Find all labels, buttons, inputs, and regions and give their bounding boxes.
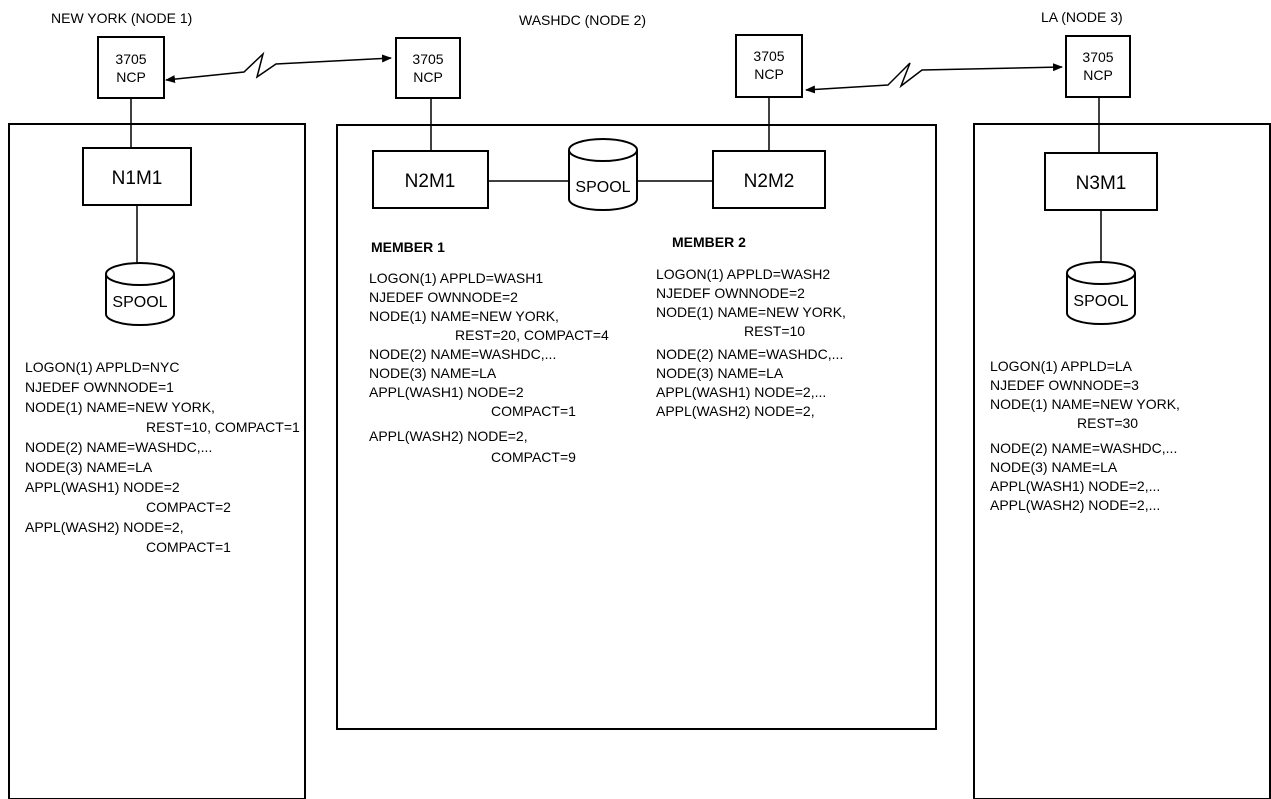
config-line: NODE(1) NAME=NEW YORK, (369, 308, 559, 324)
config-line: NJEDEF OWNNODE=1 (25, 379, 174, 395)
config-line: APPL(WASH2) NODE=2,... (990, 497, 1160, 513)
node2-ncp-right-label: NCP (754, 66, 784, 82)
node3-title: LA (NODE 3) (1041, 9, 1123, 25)
node2-member1-box (372, 150, 489, 209)
config-line: NJEDEF OWNNODE=2 (369, 289, 518, 305)
config-line: LOGON(1) APPLD=WASH2 (656, 266, 830, 282)
config-line: NJEDEF OWNNODE=2 (656, 285, 805, 301)
node2-member2-box (712, 150, 826, 209)
config-line: REST=30 (1077, 415, 1138, 431)
config-line: LOGON(1) APPLD=NYC (25, 359, 179, 375)
config-line: NODE(3) NAME=LA (369, 365, 497, 381)
node-washdc: WASHDC (NODE 2) 3705 NCP 3705 NCP N2M1 N… (336, 12, 937, 730)
config-line: LOGON(1) APPLD=LA (990, 358, 1133, 374)
config-line: NODE(3) NAME=LA (656, 365, 784, 381)
node2-member1-config-list: LOGON(1) APPLD=WASH1 NJEDEF OWNNODE=2 NO… (369, 270, 609, 465)
node1-spool-icon (105, 262, 175, 326)
node2-title: WASHDC (NODE 2) (519, 12, 646, 28)
config-line: COMPACT=9 (491, 449, 576, 465)
node2-member1-heading: MEMBER 1 (371, 239, 445, 255)
link-node2-node3 (805, 62, 1063, 94)
config-line: NJEDEF OWNNODE=3 (990, 377, 1139, 393)
node2-spool-label: SPOOL (575, 179, 630, 196)
node2-member1-label: N2M1 (405, 171, 456, 192)
link-node1-node2 (165, 51, 392, 84)
config-line: APPL(WASH2) NODE=2, (25, 519, 184, 535)
config-line: NODE(3) NAME=LA (990, 459, 1118, 475)
node2-member2-heading: MEMBER 2 (672, 234, 746, 250)
config-line: APPL(WASH2) NODE=2, (369, 428, 528, 444)
config-line: APPL(WASH1) NODE=2 (25, 479, 180, 495)
node1-title: NEW YORK (NODE 1) (51, 10, 192, 26)
node1-spool-label: SPOOL (112, 294, 167, 311)
config-line: REST=20, COMPACT=4 (455, 327, 609, 343)
node3-config-list: LOGON(1) APPLD=LA NJEDEF OWNNODE=3 NODE(… (990, 358, 1180, 513)
node-new-york: NEW YORK (NODE 1) 3705 NCP N1M1 SPOOL LO… (8, 10, 306, 799)
node3-spool-label: SPOOL (1073, 293, 1128, 310)
node3-ncp-label: NCP (1083, 67, 1113, 83)
config-line: COMPACT=1 (491, 403, 576, 419)
node2-spool-icon (568, 138, 638, 211)
config-line: LOGON(1) APPLD=WASH1 (369, 270, 543, 286)
node1-ncp-box (97, 36, 165, 99)
node-la: LA (NODE 3) 3705 NCP N3M1 SPOOL LOGON(1)… (973, 9, 1271, 799)
node3-spool-icon (1066, 261, 1136, 325)
node2-ncp-right-model: 3705 (753, 48, 784, 64)
node1-member-label: N1M1 (112, 168, 163, 189)
config-line: COMPACT=1 (146, 539, 231, 555)
node3-member-box (1044, 152, 1158, 211)
config-line: NODE(1) NAME=NEW YORK, (990, 396, 1180, 412)
node1-config-list: LOGON(1) APPLD=NYC NJEDEF OWNNODE=1 NODE… (25, 359, 300, 555)
config-line: NODE(2) NAME=WASHDC,... (990, 440, 1177, 456)
config-line: NODE(1) NAME=NEW YORK, (656, 304, 846, 320)
config-line: APPL(WASH1) NODE=2,... (990, 478, 1160, 494)
node2-ncp-left-box (395, 37, 461, 99)
node1-member-box (82, 147, 192, 206)
config-line: APPL(WASH1) NODE=2,... (656, 384, 826, 400)
config-line: APPL(WASH1) NODE=2 (369, 384, 524, 400)
node2-member2-label: N2M2 (744, 171, 795, 192)
config-line: NODE(2) NAME=WASHDC,... (656, 346, 843, 362)
config-line: NODE(2) NAME=WASHDC,... (25, 439, 212, 455)
node1-ncp-model: 3705 (115, 51, 146, 67)
node2-container (336, 124, 937, 730)
node1-ncp-label: NCP (116, 69, 146, 85)
config-line: REST=10 (744, 323, 805, 339)
config-line: APPL(WASH2) NODE=2, (656, 403, 815, 419)
node2-member2-config-list: LOGON(1) APPLD=WASH2 NJEDEF OWNNODE=2 NO… (656, 266, 846, 419)
node2-ncp-right-box (735, 34, 803, 98)
node3-ncp-box (1065, 35, 1131, 98)
node3-member-label: N3M1 (1076, 173, 1127, 194)
config-line: REST=10, COMPACT=1 (146, 419, 300, 435)
node2-ncp-left-model: 3705 (412, 51, 443, 67)
node2-ncp-left-label: NCP (413, 69, 443, 85)
node1-container (8, 123, 306, 799)
node3-container (973, 123, 1271, 799)
config-line: NODE(2) NAME=WASHDC,... (369, 346, 556, 362)
config-line: NODE(1) NAME=NEW YORK, (25, 399, 215, 415)
config-line: COMPACT=2 (146, 499, 231, 515)
config-line: NODE(3) NAME=LA (25, 459, 153, 475)
node3-ncp-model: 3705 (1082, 49, 1113, 65)
